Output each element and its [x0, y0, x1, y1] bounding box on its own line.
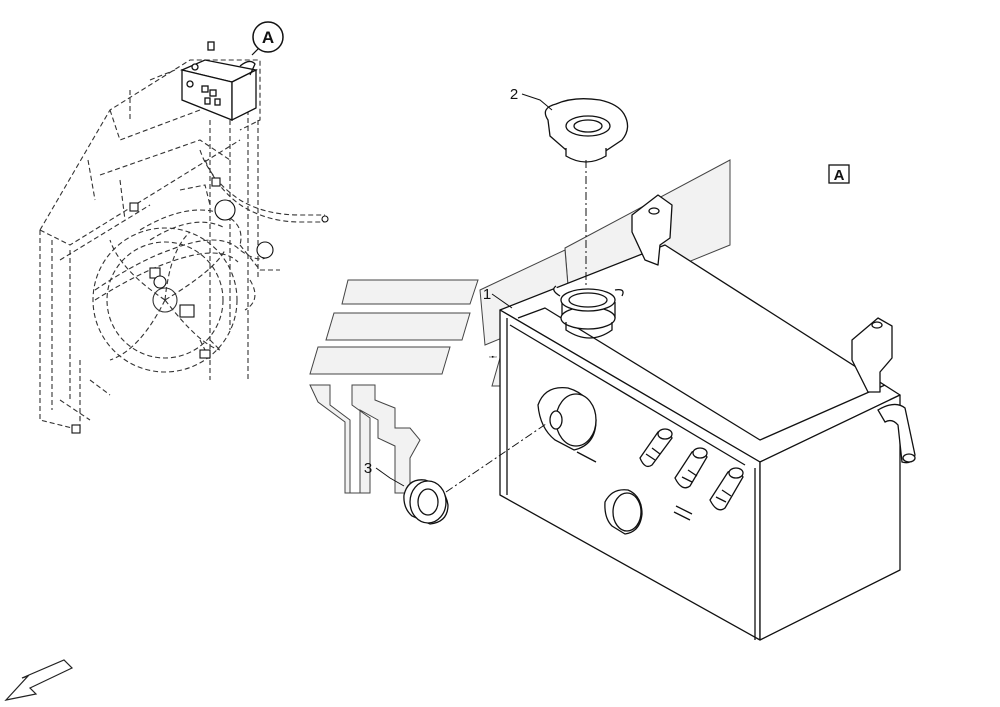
detail-callout-a: A	[251, 21, 284, 56]
small-fittings	[71, 177, 329, 434]
sight-glass-port	[537, 386, 597, 451]
side-outlet-pipe	[877, 403, 916, 464]
view-a-label-text: A	[834, 167, 845, 184]
hose-fitting-2	[674, 447, 708, 489]
callout-3: 3	[364, 460, 405, 487]
callout-2-number: 2	[510, 86, 518, 103]
drain-port	[604, 489, 693, 535]
reservoir-tank-small	[179, 41, 258, 122]
radiator-cap	[544, 98, 629, 163]
vent-slots	[576, 451, 597, 463]
callout-2: 2	[510, 86, 553, 111]
hose-fitting-1	[639, 428, 673, 468]
hose-fitting-3	[709, 467, 744, 511]
detail-callout-a-label: A	[262, 28, 274, 47]
orientation-arrow-icon	[4, 659, 74, 701]
view-a-label: A	[828, 164, 850, 184]
grommet	[403, 479, 449, 525]
radiator-fan-assembly	[39, 59, 325, 431]
fitting-marker: ▫▪▫	[489, 354, 496, 361]
mounting-bracket-rear	[631, 194, 673, 266]
callout-1-number: 1	[483, 286, 491, 303]
callout-3-number: 3	[364, 460, 372, 477]
mounting-bracket-right	[851, 317, 893, 393]
filler-neck	[553, 285, 624, 339]
assembly-centerlines	[445, 160, 587, 493]
callout-1: 1 ▫▪▫	[483, 286, 513, 361]
